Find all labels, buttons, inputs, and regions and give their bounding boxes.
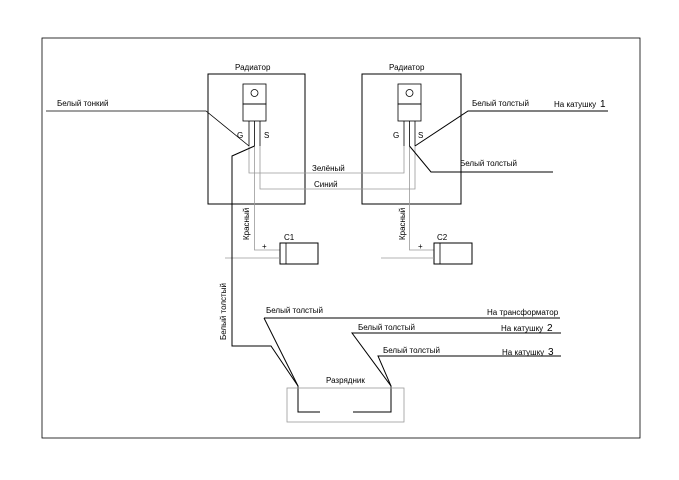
white-thick-vertical-wire — [231, 145, 320, 413]
coil-1-number: 1 — [600, 99, 606, 110]
capacitor-c2-label: C2 — [437, 233, 448, 242]
outer-frame — [41, 37, 641, 439]
red-wire-left-label: Красный — [242, 208, 251, 240]
gate-letter-left: G — [237, 131, 243, 140]
plus-right: + — [418, 242, 423, 251]
red-wire-right — [409, 146, 434, 251]
to-coil-2-label: На катушку — [501, 324, 543, 333]
source-letter-right: S — [418, 131, 423, 140]
capacitor-c1-label: C1 — [284, 233, 295, 242]
white-thick-coil2-label: Белый толстый — [358, 323, 415, 332]
white-thick-top-right-label: Белый толстый — [472, 99, 529, 108]
plus-left: + — [262, 242, 267, 251]
blue-wire — [259, 146, 416, 190]
white-thin-label: Белый тонкий — [57, 99, 108, 108]
white-thick-coil1-wire — [414, 110, 608, 147]
capacitor-c1 — [279, 242, 319, 265]
white-thin-wire — [46, 110, 250, 147]
capacitor-c2 — [433, 242, 473, 265]
white-thick-coil3-wire — [377, 355, 561, 387]
red-wire-left — [254, 146, 280, 251]
source-letter-left: S — [264, 131, 269, 140]
white-thick-mid-right-label: Белый толстый — [460, 159, 517, 168]
blue-wire-label: Синий — [314, 180, 338, 189]
spark-gap-housing — [286, 387, 405, 423]
transistor-right — [397, 83, 422, 146]
white-thick-vertical-label: Белый толстый — [219, 283, 228, 340]
green-wire-label: Зелёный — [312, 164, 345, 173]
to-coil-1-label: На катушку — [554, 100, 596, 109]
coil-3-number: 3 — [548, 347, 554, 358]
gate-letter-right: G — [393, 131, 399, 140]
coil-2-number: 2 — [547, 323, 553, 334]
green-wire — [248, 146, 405, 174]
radiator-right-label: Радиатор — [389, 63, 425, 72]
red-wire-right-label: Красный — [398, 208, 407, 240]
white-thick-coil2-wire — [351, 332, 561, 413]
transistor-left — [242, 83, 267, 146]
white-thick-coil3-label: Белый толстый — [383, 346, 440, 355]
white-thick-transformer-wire — [263, 317, 299, 387]
spark-gap-label: Разрядник — [326, 376, 365, 385]
radiator-left — [207, 73, 306, 205]
white-thick-mid-right-wire — [409, 145, 553, 173]
to-transformer-label: На трансформатор — [487, 308, 559, 317]
white-thick-transformer-label: Белый толстый — [266, 306, 323, 315]
radiator-right — [361, 73, 462, 205]
to-coil-3-label: На катушку — [502, 348, 544, 357]
radiator-left-label: Радиатор — [235, 63, 271, 72]
